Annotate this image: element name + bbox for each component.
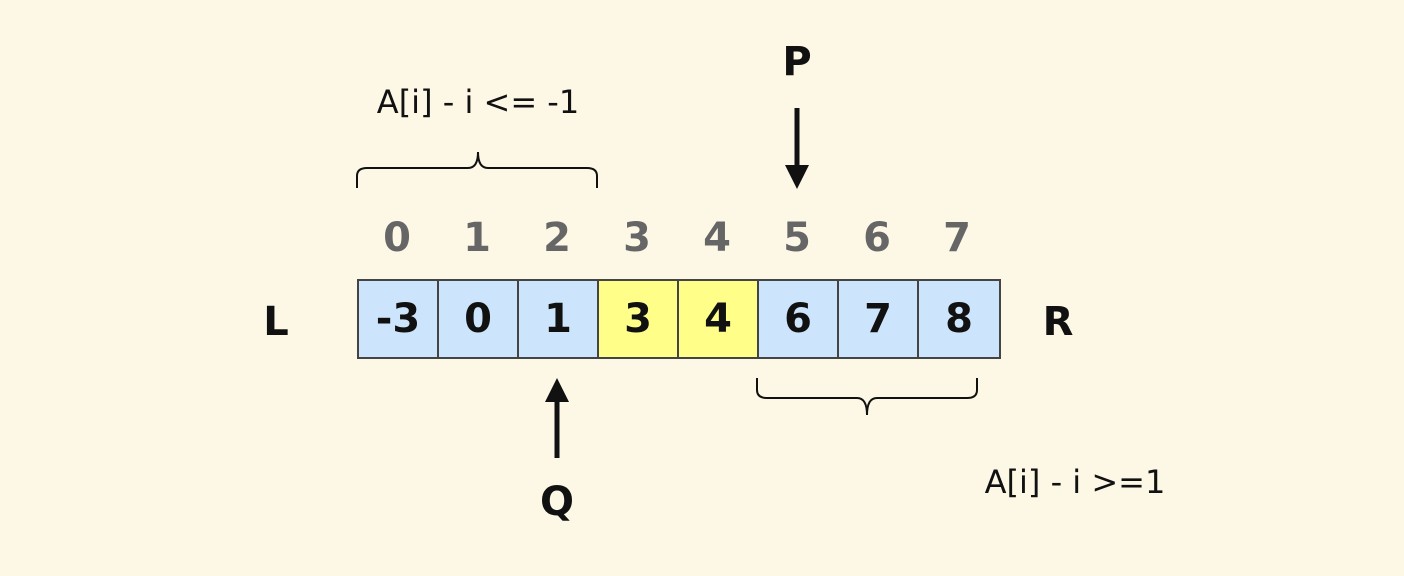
- pointer-p: P: [782, 39, 812, 85]
- p-arrow: [785, 108, 809, 189]
- index-label: 0: [383, 215, 411, 261]
- right-range-label: A[i] - i >=1: [984, 463, 1166, 501]
- index-label: 5: [783, 215, 811, 261]
- left-range-label: A[i] - i <= -1: [376, 83, 580, 121]
- index-label: 4: [703, 215, 731, 261]
- array-cell: 4: [679, 281, 759, 357]
- pointer-r: R: [1042, 299, 1074, 345]
- q-arrow: [545, 378, 569, 458]
- index-label: 2: [543, 215, 571, 261]
- array-cell: 3: [599, 281, 679, 357]
- index-label: 1: [463, 215, 491, 261]
- array-cell: 0: [439, 281, 519, 357]
- array-cell: 8: [919, 281, 999, 357]
- array-cell: 6: [759, 281, 839, 357]
- index-label: 6: [863, 215, 891, 261]
- pointer-q: Q: [539, 479, 575, 525]
- array-cell: 1: [519, 281, 599, 357]
- index-label: 7: [943, 215, 971, 261]
- array-cell: 7: [839, 281, 919, 357]
- left-brace: [356, 151, 598, 188]
- index-row: 0 1 2 3 4 5 6 7: [357, 215, 997, 261]
- right-brace: [756, 378, 978, 416]
- array-cell: -3: [359, 281, 439, 357]
- pointer-l: L: [263, 299, 289, 345]
- index-label: 3: [623, 215, 651, 261]
